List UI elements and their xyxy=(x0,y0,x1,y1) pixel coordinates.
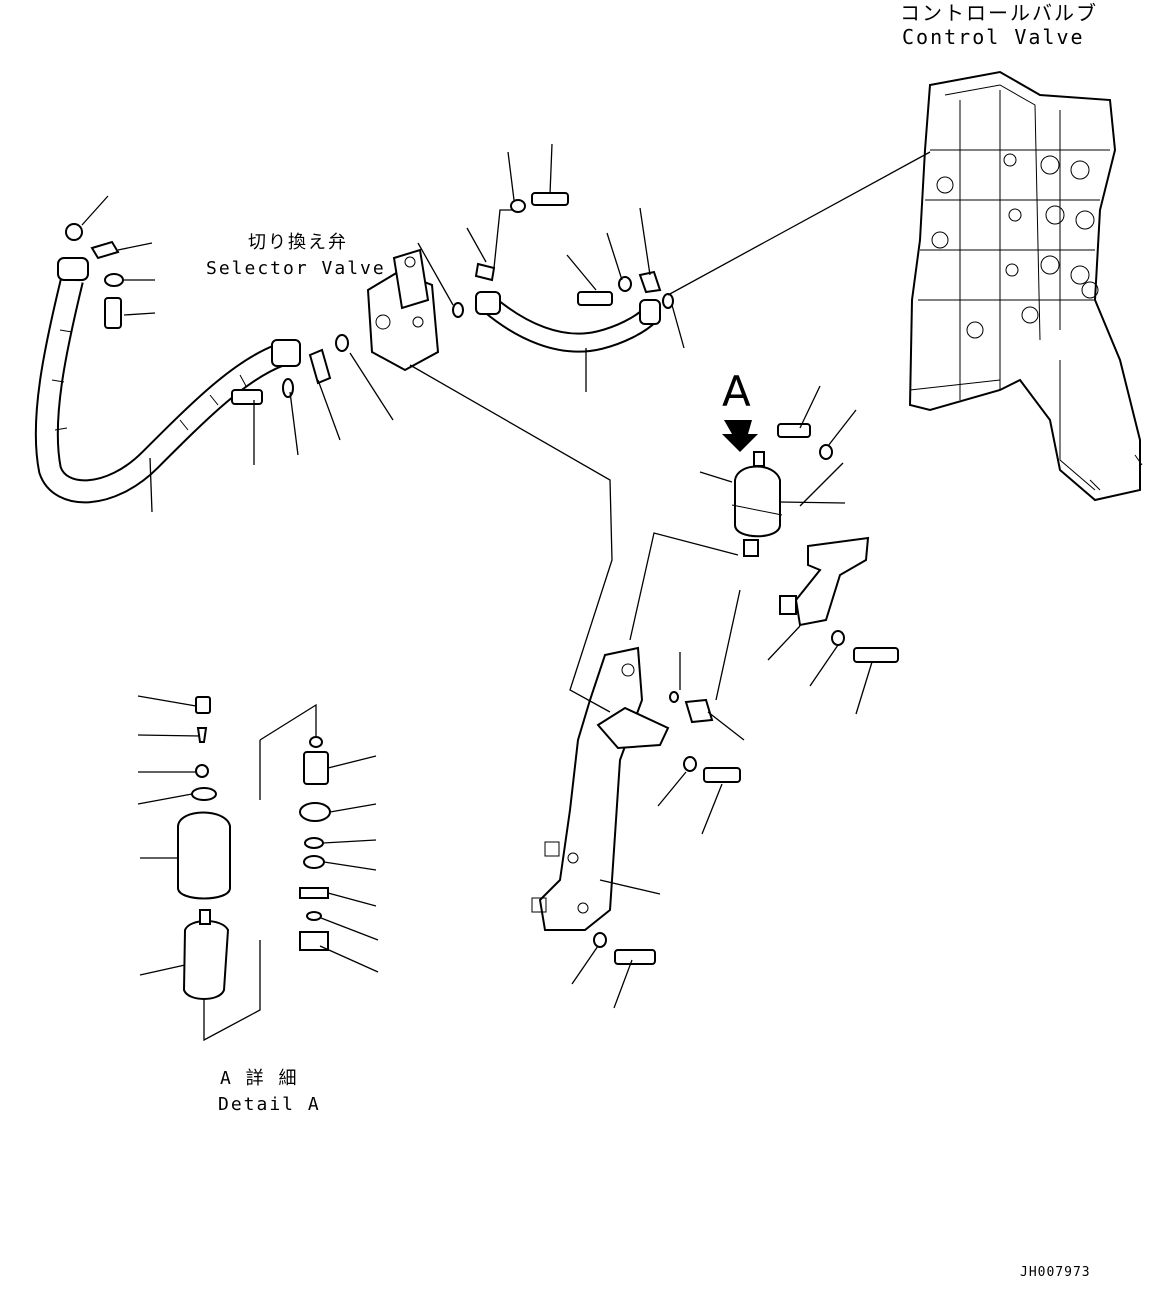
view-arrow-label: A xyxy=(722,367,751,416)
detail-a-parts xyxy=(177,696,331,1042)
bracket xyxy=(531,646,741,965)
selector-valve-label-en: Selector Valve xyxy=(206,258,386,279)
upper-hose xyxy=(474,192,674,353)
drawing-id: JH007973 xyxy=(1020,1265,1091,1280)
control-valve-spools xyxy=(931,153,1099,339)
left-hose xyxy=(34,223,332,504)
selector-valve xyxy=(335,248,464,372)
detail-a-label-en: Detail A xyxy=(218,1094,321,1115)
leader-lines xyxy=(81,143,931,1009)
selector-valve-label-jp: 切り換え弁 xyxy=(248,232,348,253)
control-valve-label-jp: コントロールバルブ xyxy=(900,1,1098,25)
control-valve xyxy=(908,70,1143,502)
detail-a-label-jp: A 詳 細 xyxy=(220,1068,299,1089)
accumulator xyxy=(684,420,899,724)
control-valve-label-en: Control Valve xyxy=(902,25,1085,49)
view-arrow-pointer xyxy=(722,420,758,452)
